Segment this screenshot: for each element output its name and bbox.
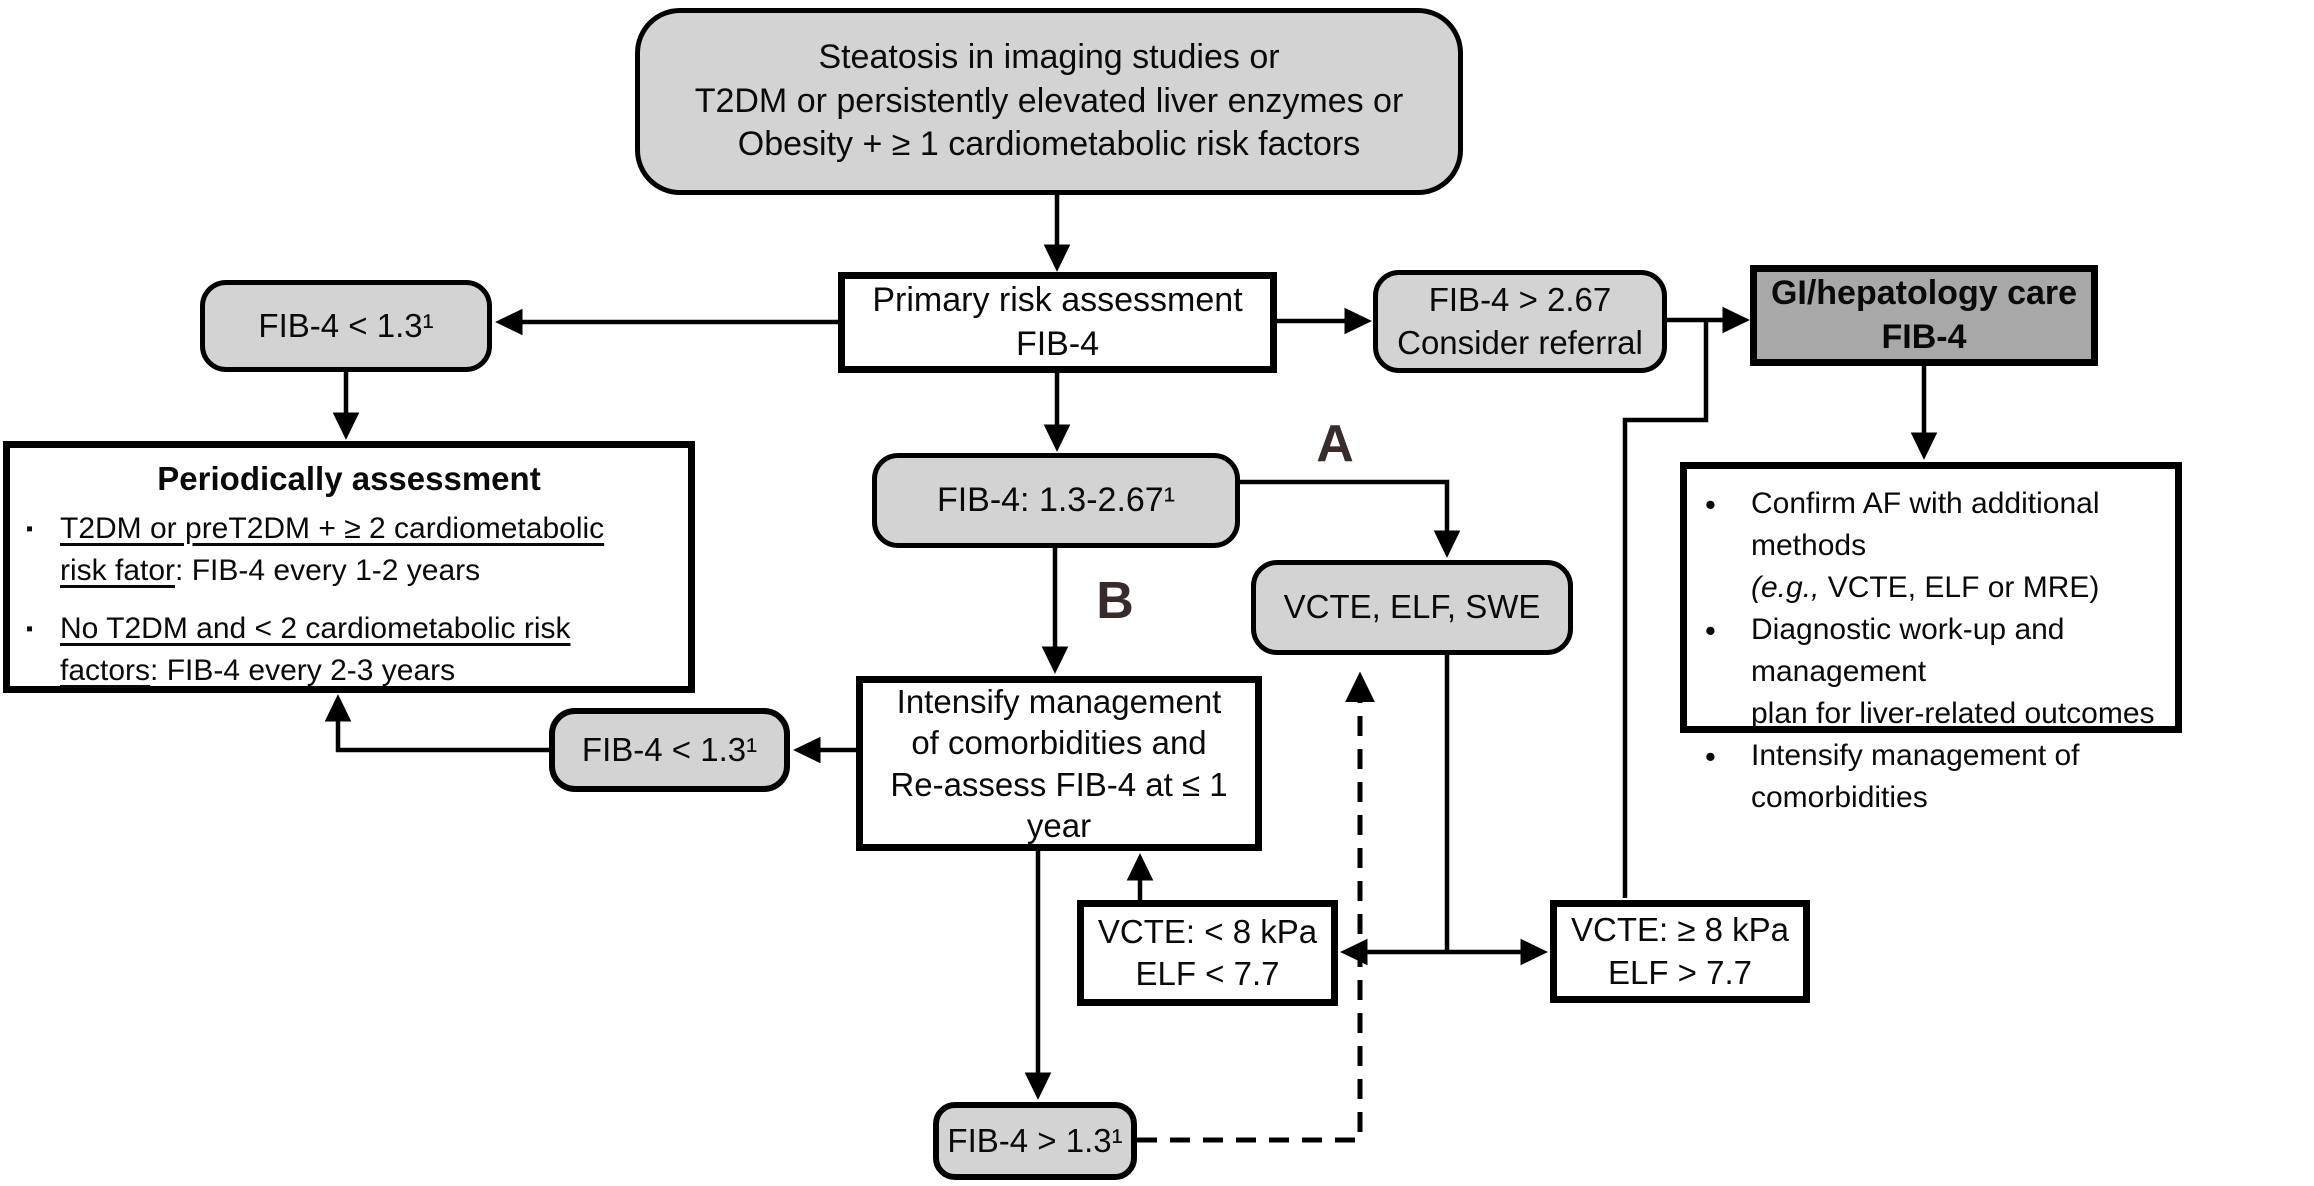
bullet-marker: • (1705, 739, 1716, 774)
text-segment: VCTE, ELF or MRE) (1819, 571, 2100, 604)
bullet-text: No T2DM and < 2 cardiometabolic risk fac… (60, 608, 571, 692)
vcte-below-threshold-text: VCTE: < 8 kPa ELF < 7.7 (1097, 912, 1318, 992)
bullet-text: T2DM or preT2DM + ≥ 2 cardiometabolic ri… (60, 508, 604, 592)
text-segment: : FIB-4 every 1-2 years (175, 554, 481, 588)
fib4-high-referral-text: FIB-4 > 2.67 Consider referral (1397, 281, 1643, 361)
node-periodically-assessment: Periodically assessment ▪ T2DM or preT2D… (3, 441, 695, 693)
node-primary-risk-assessment: Primary risk assessment FIB-4 (838, 272, 1277, 373)
primary-risk-text: Primary risk assessment FIB-4 (872, 280, 1243, 363)
node-fib4-high-referral: FIB-4 > 2.67 Consider referral (1373, 270, 1667, 373)
text-segment: No T2DM and < 2 cardiometabolic risk fac… (60, 612, 571, 688)
text-segment: Diagnostic work-up and management plan f… (1751, 613, 2155, 730)
bullet-text: Diagnostic work-up and management plan f… (1751, 609, 2169, 735)
bullet-marker: • (1705, 487, 1716, 522)
node-gi-care-actions: • Confirm AF with additional methods (e.… (1680, 462, 2182, 814)
gi-hepatology-care-text: GI/hepatology care FIB-4 (1770, 273, 2078, 356)
text-segment: Confirm AF with additional methods (1751, 487, 2100, 562)
line-junction-to-vcte-ge8 (1622, 320, 1709, 898)
arrow-a-fib4-mid-to-vcte-tests (1240, 479, 1461, 558)
text-segment-italic: (e.g., (1751, 571, 1820, 604)
fib4-low-top-text: FIB-4 < 1.3¹ (258, 306, 434, 344)
bullet-text: Intensify management of comorbidities (1751, 735, 2080, 819)
entry-criteria-text: Steatosis in imaging studies or T2DM or … (694, 38, 1404, 164)
node-vcte-above-threshold: VCTE: ≥ 8 kPa ELF > 7.7 (1550, 900, 1810, 1003)
periodically-assessment-title: Periodically assessment (157, 460, 541, 497)
node-fib4-low-reassessed: FIB-4 < 1.3¹ (549, 708, 790, 792)
path-label-b: B (1096, 572, 1134, 630)
bullet-marker: ▪ (26, 518, 34, 541)
node-intensify-management: Intensify management of comorbidities an… (856, 676, 1262, 851)
vcte-elf-swe-text: VCTE, ELF, SWE (1283, 588, 1541, 626)
dashed-arrow-fib4-gt13-to-vcte-tests (1137, 671, 1375, 1143)
text-segment: Intensify management of comorbidities (1751, 739, 2080, 814)
node-fib4-indeterminate: FIB-4: 1.3-2.67¹ (872, 453, 1240, 548)
fib4-above-low-cutoff-text: FIB-4 > 1.3¹ (947, 1121, 1123, 1159)
bullet-marker: ▪ (26, 618, 34, 641)
node-entry-criteria: Steatosis in imaging studies or T2DM or … (635, 8, 1463, 195)
node-fib4-low-top: FIB-4 < 1.3¹ (200, 280, 492, 372)
bullet-text: Confirm AF with additional methods (e.g.… (1751, 483, 2169, 609)
list-item: • Intensify management of comorbidities (1697, 735, 2080, 819)
node-fib4-above-low-cutoff: FIB-4 > 1.3¹ (933, 1102, 1137, 1180)
list-item: • Diagnostic work-up and management plan… (1697, 609, 2169, 735)
bullet-marker: • (1705, 613, 1716, 648)
path-label-a: A (1316, 415, 1354, 473)
arrow-fib4-low2-to-periodically (324, 694, 549, 753)
node-vcte-elf-swe: VCTE, ELF, SWE (1251, 560, 1573, 655)
list-item: • Confirm AF with additional methods (e.… (1697, 483, 2169, 609)
vcte-above-threshold-text: VCTE: ≥ 8 kPa ELF > 7.7 (1570, 911, 1789, 991)
fib4-indeterminate-text: FIB-4: 1.3-2.67¹ (936, 480, 1176, 519)
text-segment: : FIB-4 every 2-3 years (150, 654, 456, 688)
text-segment: T2DM or preT2DM + ≥ 2 cardiometabolic ri… (60, 512, 605, 588)
node-gi-hepatology-care: GI/hepatology care FIB-4 (1750, 265, 2098, 366)
list-item: ▪ T2DM or preT2DM + ≥ 2 cardiometabolic … (24, 508, 604, 592)
intensify-management-text: Intensify management of comorbidities an… (890, 683, 1228, 844)
node-vcte-below-threshold: VCTE: < 8 kPa ELF < 7.7 (1077, 900, 1338, 1006)
fib4-low-reassessed-text: FIB-4 < 1.3¹ (581, 730, 758, 768)
list-item: ▪ No T2DM and < 2 cardiometabolic risk f… (24, 608, 571, 692)
